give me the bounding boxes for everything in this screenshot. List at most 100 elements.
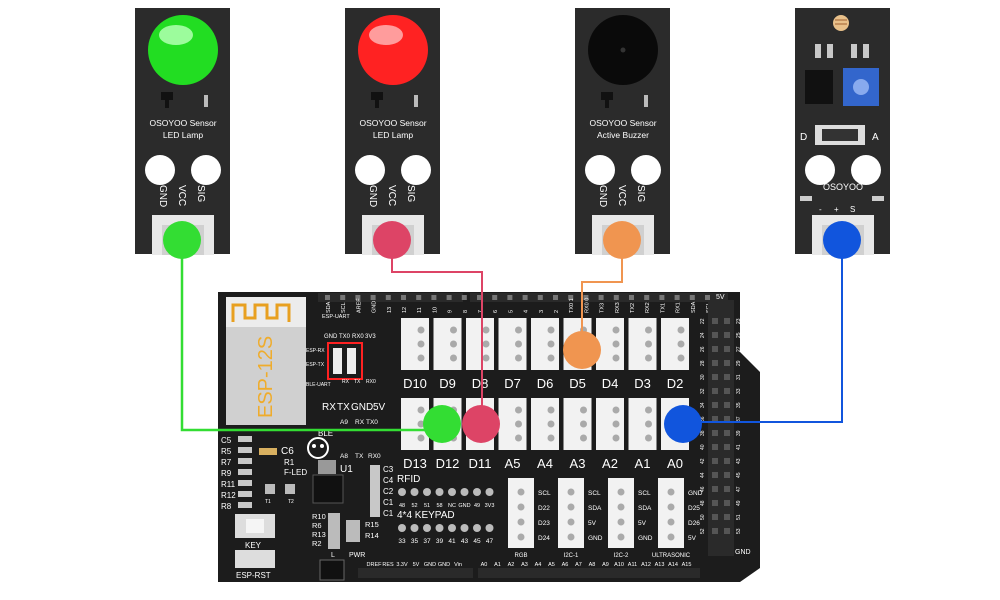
pin-label: SIG [405,185,416,202]
port-d6[interactable]: D6 [531,318,559,391]
cap-label: C4 [383,476,394,485]
row2-port-label: A0 [667,456,683,471]
header-pin [712,416,718,422]
header-pin [477,295,482,300]
port-a5[interactable]: A5 [498,398,527,471]
connector-pin-label: 5V [688,535,697,542]
header-pin [724,360,730,366]
switch-label-a: A [872,132,879,143]
connector-pin-label: SCL [538,490,551,497]
esp-header-label: 3V3 [365,334,376,340]
port-d10[interactable]: D10 [401,318,429,391]
socket-pin [612,434,620,442]
port-a3[interactable]: A3 [563,398,592,471]
led-module-red: OSOYOO Sensor LED Lamp GND VCC SIG [345,8,440,255]
t-label: T2 [288,499,294,505]
socket-pin [450,340,457,348]
serial-label: TX [337,402,350,413]
header-pin [674,295,680,300]
right-header-num: 49 [736,500,742,506]
top-header-label: 12 [402,307,408,313]
bottom-power-label: 3.3V [396,562,408,568]
socket-pin [417,354,425,362]
header-pin [689,295,695,300]
right-header-num: 24 [700,332,706,338]
row2-port-label: A4 [537,456,553,471]
header-pin [659,295,665,300]
row1-port-label: D5 [569,376,586,391]
port-socket [401,318,429,370]
ble-pin-label: TX0 [366,419,378,426]
header-pin [435,488,444,496]
connector-dot-blue-a0 [664,405,702,443]
port-d8[interactable]: D8 [466,318,494,391]
top-header-label: RX3 [615,302,621,313]
port-d4[interactable]: D4 [596,318,624,391]
socket-pin [677,340,685,348]
connector-pin [617,488,625,496]
row1-port-label: D2 [667,376,684,391]
port-d9[interactable]: D9 [433,318,462,391]
port-d2[interactable]: D2 [661,318,689,391]
header-pin [712,514,718,520]
header-pin [435,524,444,532]
pin-label: SIG [195,185,206,202]
pin-label: S [850,205,855,214]
port-d7[interactable]: D7 [498,318,527,391]
right-header-num: 32 [700,388,706,394]
header-pin [410,524,419,532]
header-pin [598,295,604,300]
socket-pin [547,340,555,348]
pin-label: GND [157,185,168,207]
port-socket [531,398,559,450]
connector-pin-label: GND [588,535,603,542]
header-pin [461,295,467,300]
cap-label: C2 [383,487,394,496]
top-header-label: SDA [691,301,697,313]
header-pin [712,486,718,492]
connector-pin-label: D23 [538,520,550,527]
bottom-analog-label: A9 [602,562,609,568]
connector-pin [667,503,675,511]
port-a4[interactable]: A4 [531,398,559,471]
top-header-label: 10 [432,307,438,313]
row1-port-label: D4 [602,376,619,391]
header-pin [724,416,730,422]
right-header-num: 47 [736,486,742,492]
port-d3[interactable]: D3 [628,318,657,391]
connector-name: I2C-2 [614,553,629,559]
f-led-label: F-LED [284,468,307,477]
port-a2[interactable]: A2 [596,398,624,471]
right-header-num: 23 [736,318,742,324]
header-pin [416,295,422,300]
port-socket [628,318,657,370]
socket-pin [482,354,490,362]
esp-rst-button[interactable] [235,550,275,568]
header-pin [724,430,730,436]
port-a1[interactable]: A1 [628,398,657,471]
connector-pin [567,518,575,526]
component-body [238,502,252,508]
cap-label: C1 [383,498,394,507]
ble-uart-label: BLE-UART [306,382,331,388]
pin-label: GND [367,185,378,207]
bottom-analog-label: A0 [481,562,488,568]
header-pin [712,332,718,338]
module-label: OSOYOO Sensor [149,118,216,128]
connector-pin-label: D24 [538,535,550,542]
component-body [238,491,252,497]
port-d13[interactable]: D13 [401,398,429,471]
connector-pin-label: SCL [588,490,601,497]
connector-pin [617,533,625,541]
socket-pin [482,326,490,334]
module-label: OSOYOO Sensor [359,118,426,128]
resistor-label: R14 [365,531,379,540]
connector-pin [517,488,525,496]
row2-port-label: D13 [403,456,427,471]
right-header-num: 52 [700,528,706,534]
connector-dot-orange-d5 [563,331,601,369]
